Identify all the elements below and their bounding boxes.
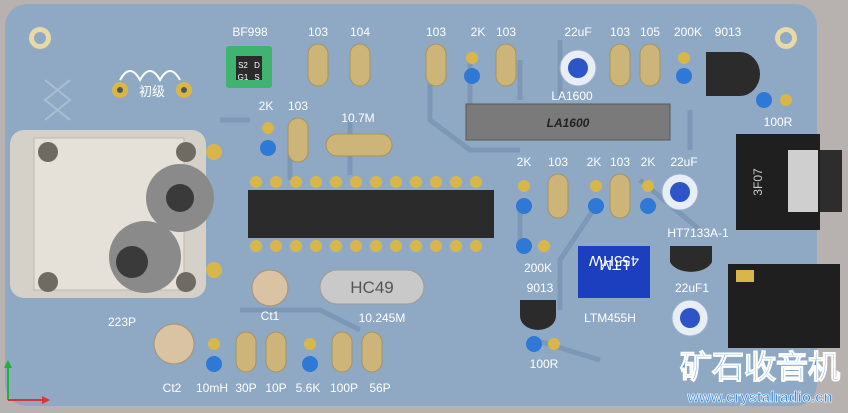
label-104: 104 [350,25,370,39]
label-22uf1: 22uF1 [675,281,709,295]
ceramic-capacitors-top [307,43,661,87]
label-10mh: 10mH [196,381,228,395]
pin-s-label: S [254,73,259,82]
pad-hole [181,87,187,93]
la1600-chip [465,103,671,141]
crystal-hc49 [319,269,425,305]
trimmer-ct1 [251,269,289,307]
bf998-chip [236,56,262,80]
label-223p: 223P [108,315,136,329]
chuji-label: 初级 [139,84,165,99]
axis-indicator [4,360,50,404]
bf998-label: BF998 [232,25,268,39]
audio-jack-3f07 [736,134,842,230]
label-9013-top: 9013 [715,25,742,39]
watermark-title: 矿石收音机 [680,349,840,385]
pad-hole [117,87,123,93]
variable-capacitor [10,130,214,298]
label-103-d: 103 [610,25,630,39]
cap-103-left [287,117,309,163]
label-10-7m: 10.7M [341,111,374,125]
power-jack [728,264,840,348]
cap-103-m1 [547,173,569,219]
label-103-a: 103 [308,25,328,39]
label-103-c: 103 [496,25,516,39]
label-200k-top: 200K [674,25,702,39]
label-103-left: 103 [288,99,308,113]
label-2k-top: 2K [471,25,486,39]
resistor-pads [206,52,792,372]
label-2k-m1: 2K [517,155,532,169]
regulator-ht7133 [670,246,712,272]
ornament-logo [43,79,72,121]
label-56p: 56P [369,381,390,395]
mounting-holes [29,27,797,49]
label-ct1: Ct1 [261,309,280,323]
pin-d-label: D [254,61,260,70]
ltm455-filter [578,246,650,298]
pad [206,262,222,278]
label-hc49: HC49 [350,278,393,297]
ceramic-capacitors-bottom [235,331,383,373]
pin-g1-label: G1 [238,73,249,82]
label-2k-m3: 2K [641,155,656,169]
label-la1600-chip: LA1600 [547,116,590,130]
pin-s2-label: S2 [238,61,248,70]
coil-symbol [119,70,181,83]
label-200k-mid: 200K [524,261,552,275]
label-22uf-m: 22uF [670,155,697,169]
watermark-url: www.crystalradio.cn [686,389,832,406]
label-2k-m2: 2K [587,155,602,169]
label-10-245m: 10.245M [359,311,406,325]
pad [206,144,222,160]
label-2k-left: 2K [259,99,274,113]
label-3f07: 3F07 [751,168,765,196]
transistor-9013-top [706,52,760,96]
label-5-6k: 5.6K [296,381,321,395]
trimmer-ct2 [153,323,195,365]
electrolytic-caps [559,49,709,337]
label-la1600-under: LA1600 [551,89,593,103]
filter-10-7m [325,133,393,157]
label-103-b: 103 [426,25,446,39]
label-10p: 10P [265,381,286,395]
label-22uf-top: 22uF [564,25,591,39]
label-455hw: 455HW [588,252,639,269]
label-100p: 100P [330,381,358,395]
label-103-m2: 103 [610,155,630,169]
main-ic [248,176,494,252]
label-ltm: LTM [600,256,629,273]
label-30p: 30P [235,381,256,395]
label-100r-right: 100R [764,115,793,129]
label-ltm455h: LTM455H [584,311,636,325]
label-105: 105 [640,25,660,39]
label-100r-bot: 100R [530,357,559,371]
label-ct2: Ct2 [163,381,182,395]
label-9013-bot: 9013 [527,281,554,295]
transistor-9013-bot [520,300,556,330]
label-103-m1: 103 [548,155,568,169]
label-ht7133: HT7133A-1 [667,226,729,240]
cap-103-m2 [609,173,631,219]
